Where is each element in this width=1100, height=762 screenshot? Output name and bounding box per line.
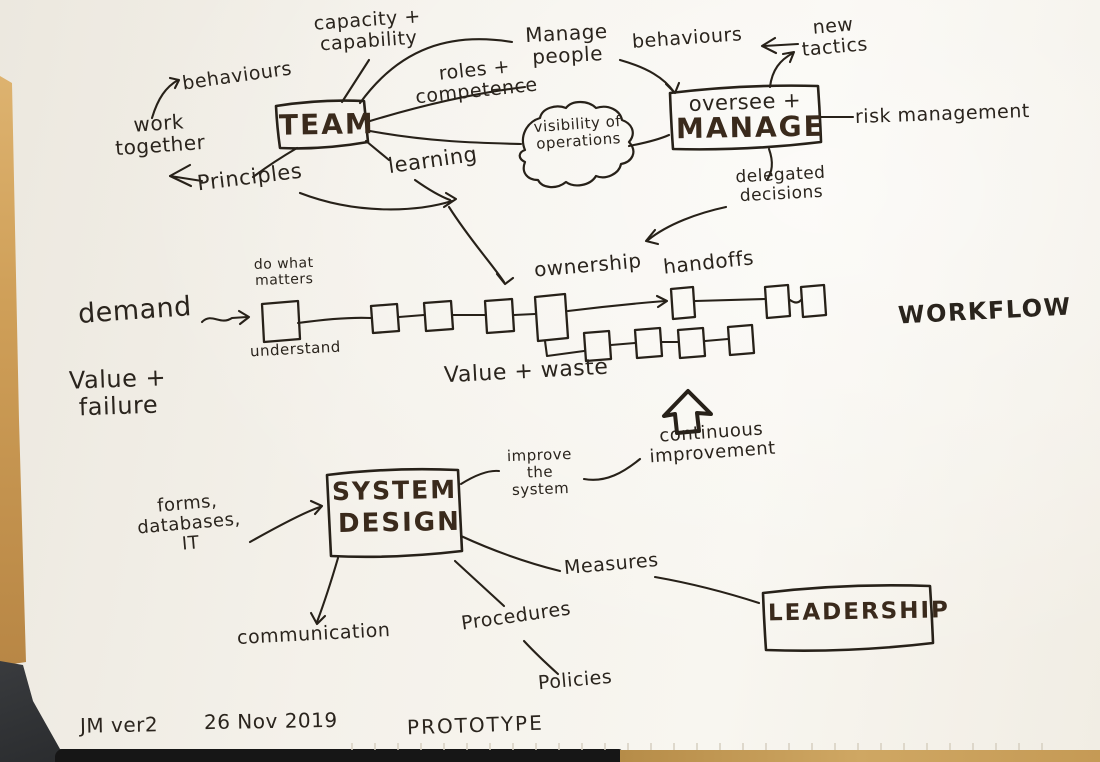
system-connectors xyxy=(248,457,761,676)
footer-date: 26 Nov 2019 xyxy=(203,707,338,735)
workflow-connectors xyxy=(200,294,803,358)
label-visibility-of-operations: visibility of operations xyxy=(533,111,622,153)
continuous-improvement-up-arrow xyxy=(662,389,713,435)
label-new-tactics: new tactics xyxy=(800,13,869,62)
workflow-sub-chain-boxes xyxy=(582,323,756,363)
label-delegated-decisions: delegated decisions xyxy=(734,162,826,207)
oversee-manage-box-outline xyxy=(668,84,823,151)
system-design-box-line1: SYSTEM xyxy=(331,474,458,507)
team-box-label: TEAM xyxy=(278,107,376,142)
system-design-box-outline xyxy=(325,467,464,559)
team-connectors xyxy=(150,38,527,286)
manage-connectors xyxy=(618,36,855,246)
wood-table-edge-bottom xyxy=(620,750,1100,762)
visibility-cloud-outline xyxy=(518,100,635,189)
oversee-manage-box-line2: MANAGE xyxy=(675,109,826,146)
paper-perforation-ticks xyxy=(330,743,1060,750)
label-work-together: work together xyxy=(114,109,207,161)
label-capacity-capability: capacity + capability xyxy=(312,5,422,56)
leadership-box-label: LEADERSHIP xyxy=(767,597,951,627)
footer-status-prototype: PROTOTYPE xyxy=(406,710,545,740)
label-forms-databases-it: forms, databases, IT xyxy=(136,490,242,555)
dark-object-bottom-strip xyxy=(55,749,622,762)
label-value-failure: Value + failure xyxy=(68,363,167,422)
leadership-box-outline xyxy=(761,584,935,652)
workflow-main-chain-boxes xyxy=(260,283,828,344)
label-improve-the-system: improve the system xyxy=(506,444,573,499)
label-manage-people: Manage people xyxy=(524,18,609,70)
label-do-what-matters: do what matters xyxy=(253,254,314,289)
system-design-box-line2: DESIGN xyxy=(337,506,462,540)
footer-author-version: JM ver2 xyxy=(79,712,159,738)
